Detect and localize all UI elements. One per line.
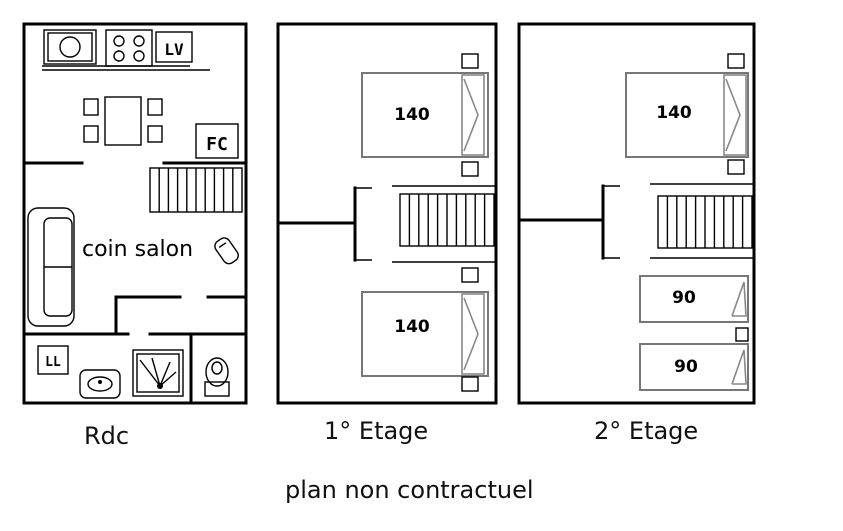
fc-label: FC [206, 134, 228, 155]
plan-etage-1: 140 140 [276, 22, 498, 405]
etage2-outer-wall [517, 22, 756, 405]
shower-icon [132, 349, 184, 397]
toilet-icon [204, 357, 230, 397]
etage1-staircase [399, 193, 495, 247]
nightstand-icon [461, 376, 479, 392]
nightstand-icons [461, 53, 745, 392]
rdc-staircase [149, 167, 243, 213]
headboard [461, 293, 485, 375]
nightstand-icon [727, 53, 745, 69]
headboard-chevron [731, 281, 747, 317]
headboard-chevron [725, 78, 741, 152]
etage2-bed-mid: 90 [639, 275, 749, 323]
bed-size-label: 140 [394, 105, 430, 125]
etage1-bed-top: 140 [361, 72, 489, 158]
cooktop-icon [105, 29, 153, 67]
bed-size-label: 90 [672, 288, 696, 308]
etage2-bed-top: 140 [625, 72, 749, 158]
bed-headboards [461, 74, 747, 385]
lv-label: LV [164, 40, 184, 59]
caption-etage-1: 1° Etage [324, 417, 429, 445]
washing-machine-ll-icon: LL [37, 345, 69, 375]
rdc-outer-wall [22, 22, 248, 405]
nightstand-icon [461, 53, 479, 69]
headboard-chevron [731, 349, 747, 385]
plan-rdc: LV FC coin salon [22, 22, 248, 405]
dining-table-icon [83, 96, 163, 146]
caption-rdc: Rdc [84, 422, 130, 450]
etage2-staircase [657, 195, 753, 249]
bed-size-label: 90 [674, 357, 698, 377]
etage2-bed-bottom: 90 [639, 343, 749, 391]
caption-etage-2: 2° Etage [594, 417, 699, 445]
headboard [461, 74, 485, 156]
nightstand-icon [461, 161, 479, 177]
footer-disclaimer: plan non contractuel [285, 476, 534, 504]
etage1-outer-wall [276, 22, 498, 405]
fridge-fc-icon: FC [195, 123, 239, 159]
armchair-icon [214, 237, 239, 265]
nightstand-icon [461, 267, 479, 283]
nightstand-icon [727, 159, 745, 175]
ll-label: LL [45, 355, 61, 370]
sofa-icon [27, 207, 75, 327]
kitchen-sink-icon [43, 29, 97, 65]
coin-salon-label: coin salon [82, 237, 193, 262]
dishwasher-lv-icon: LV [155, 31, 193, 63]
plan-etage-2: 140 90 90 [517, 22, 756, 405]
etage1-bed-bottom: 140 [361, 291, 489, 377]
washbasin-icon [79, 369, 121, 399]
headboard [723, 74, 747, 156]
bed-size-label: 140 [394, 317, 430, 337]
headboard-chevron [463, 297, 479, 371]
bed-size-label: 140 [656, 103, 692, 123]
headboard-chevron [463, 78, 479, 152]
nightstand-icon [735, 327, 749, 342]
